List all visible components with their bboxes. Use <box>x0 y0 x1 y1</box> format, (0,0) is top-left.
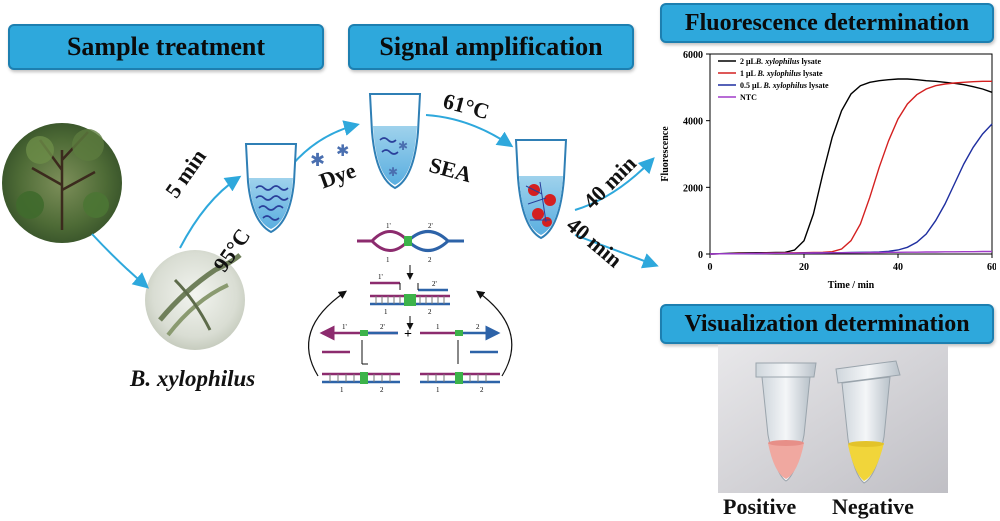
fluorescence-determination-header: Fluorescence determination <box>660 3 994 43</box>
legend-entry-2: 0.5 μL B. xylophilus lysate <box>740 81 829 90</box>
primer-label: 1 <box>386 256 390 264</box>
arrow-dye-tube-to-sea-tube <box>425 114 514 148</box>
pine-tree-image <box>2 123 122 243</box>
primer-label: 2 <box>380 386 384 394</box>
positive-tube <box>755 362 817 482</box>
tube-dye-added: ✱ ✱ <box>368 93 422 190</box>
x-tick-label: 0 <box>708 262 713 273</box>
tube-heat-treatment <box>244 143 298 234</box>
primer-label: 1 <box>436 386 440 394</box>
organism-label: B. xylophilus <box>130 366 256 391</box>
positive-label: Positive <box>723 494 797 519</box>
primer-label: 1' <box>342 323 347 331</box>
series-line-3 <box>709 250 992 255</box>
y-tick-label: 6000 <box>683 50 703 61</box>
nematode-micrograph <box>145 250 245 350</box>
x-axis-label: Time / min <box>828 280 875 291</box>
series-line-0 <box>709 78 993 255</box>
visualization-determination-header: Visualization determination <box>660 304 994 344</box>
primer-label: 2 <box>428 256 432 264</box>
arrow-tube-to-dye-tube <box>291 120 360 166</box>
legend-entry-3: NTC <box>740 93 757 102</box>
signal-amplification-header: Signal amplification <box>348 24 634 70</box>
primer-label: 1' <box>378 273 383 281</box>
primer-label: 1' <box>386 222 391 230</box>
series-line-1 <box>709 80 992 255</box>
primer-label: 1 <box>384 308 388 316</box>
plus-sign: + <box>404 327 412 342</box>
x-tick-label: 20 <box>799 262 809 273</box>
primer-label: 1 <box>340 386 344 394</box>
x-tick-label: 40 <box>893 262 903 273</box>
x-tick-label: 60 <box>987 262 996 273</box>
legend-entry-1: 1 μL B. xylophilus lysate <box>740 69 823 78</box>
signal-amplification-title: Signal amplification <box>379 32 603 61</box>
primer-label: 2 <box>480 386 484 394</box>
svg-text:✱: ✱ <box>398 139 408 153</box>
series-line-2 <box>709 123 993 255</box>
primer-label: 2 <box>476 323 480 331</box>
primer-label: 1 <box>436 323 440 331</box>
arrow-micrograph-to-tube <box>179 175 242 249</box>
arrow-to-fluorescence <box>574 157 655 211</box>
primer-label: 2' <box>380 323 385 331</box>
arrow-to-visualization <box>574 234 659 269</box>
svg-text:✱: ✱ <box>388 165 398 179</box>
visualization-photo <box>718 345 948 493</box>
dye-molecules: ✱ ✱ <box>310 143 349 170</box>
y-tick-label: 0 <box>698 250 703 261</box>
svg-text:✱: ✱ <box>310 150 325 170</box>
primer-label: 2' <box>432 280 437 288</box>
y-axis-label: Fluorescence <box>660 126 671 182</box>
y-tick-label: 2000 <box>683 183 703 194</box>
primer-label: 2' <box>428 222 433 230</box>
sample-treatment-header: Sample treatment <box>8 24 324 70</box>
primer-label: 2 <box>428 308 432 316</box>
sea-mechanism: 1' 2' 1 2 1' 2' 1 2 <box>308 222 513 394</box>
legend-entry-0: 2 μLB. xylophilus lysate <box>740 57 821 66</box>
tube-sea-amplified <box>514 139 568 240</box>
negative-label: Negative <box>832 494 914 519</box>
fluorescence-determination-title: Fluorescence determination <box>684 9 970 36</box>
negative-tube <box>835 360 901 484</box>
sample-treatment-title: Sample treatment <box>66 32 266 61</box>
visualization-determination-title: Visualization determination <box>684 310 970 337</box>
y-tick-label: 4000 <box>683 117 703 128</box>
arrow-tree-to-micrograph <box>91 233 150 289</box>
plot-frame <box>709 53 993 255</box>
schematic-diagram: ✱ ✱ ✱ ✱ <box>2 93 659 394</box>
svg-text:✱: ✱ <box>336 143 349 160</box>
